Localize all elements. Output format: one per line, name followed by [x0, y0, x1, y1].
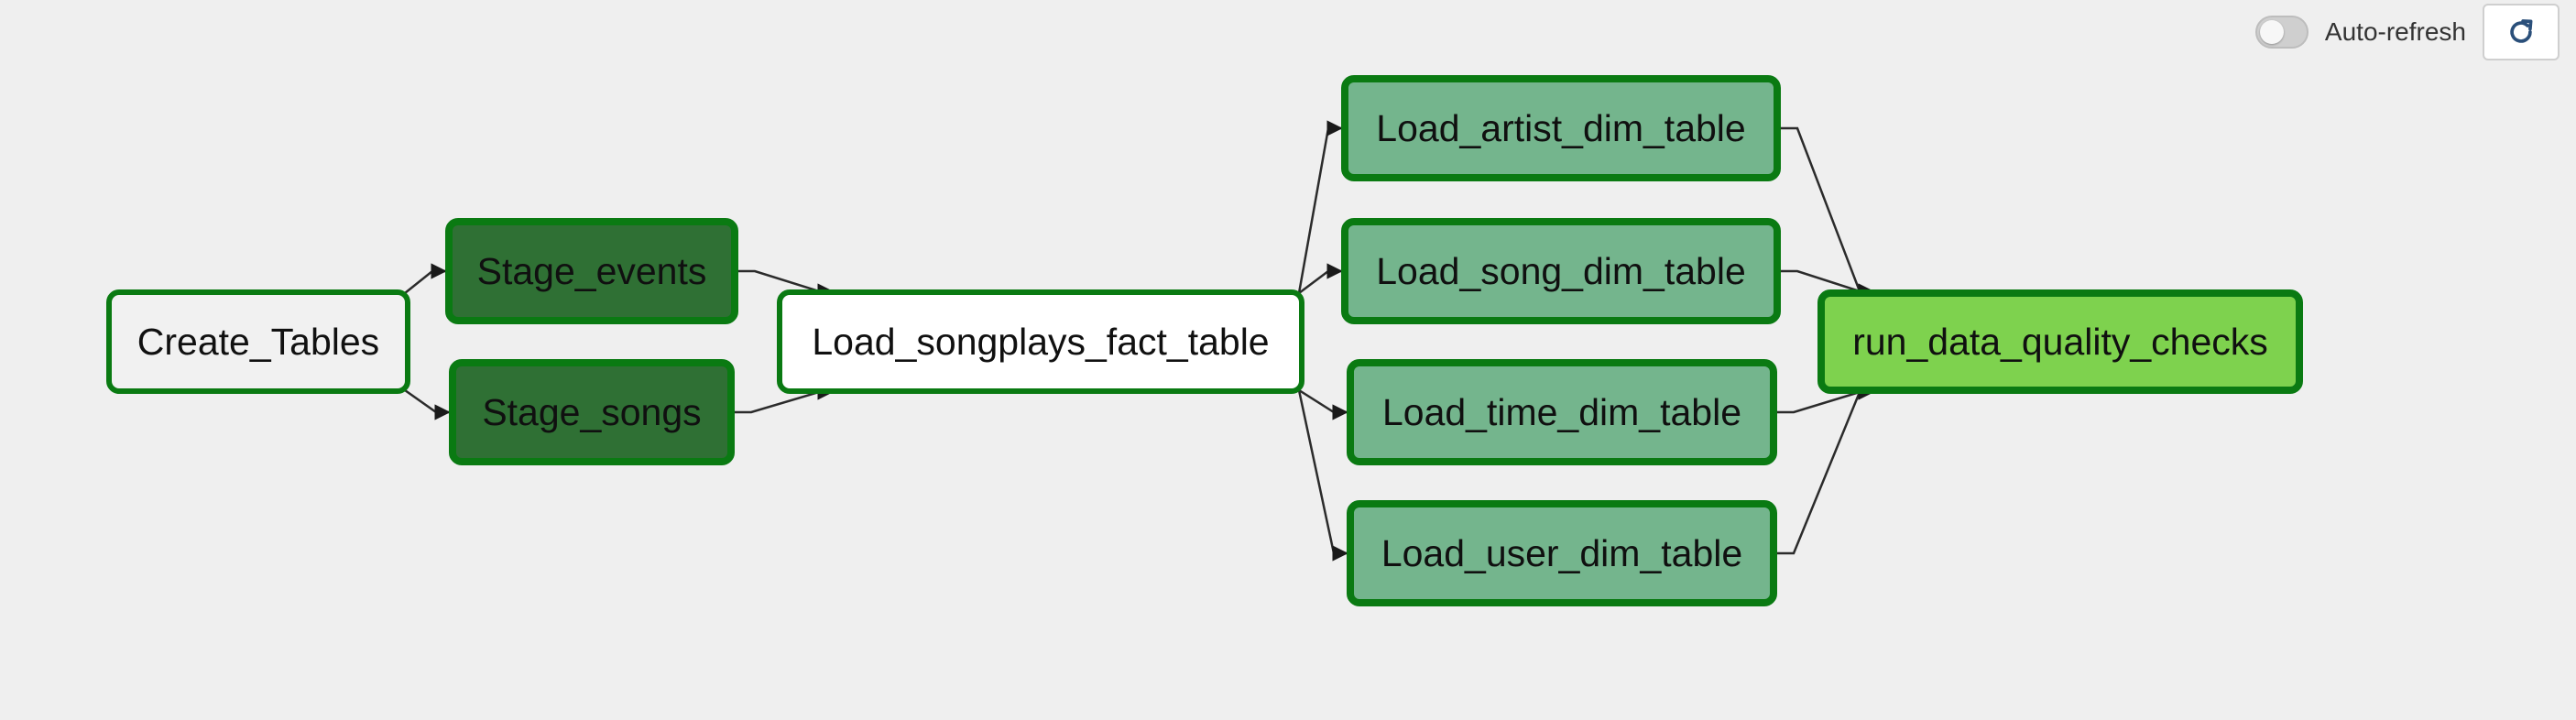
task-label: Load_song_dim_table: [1376, 249, 1746, 292]
task-node-load-songplays-fact-table[interactable]: Load_songplays_fact_table: [777, 289, 1304, 394]
edge-load-user-dim-table-to-run-data-quality-checks: [1777, 384, 1874, 555]
task-label: Load_artist_dim_table: [1376, 106, 1746, 149]
auto-refresh-toggle[interactable]: [2254, 16, 2309, 49]
task-label: Load_songplays_fact_table: [812, 320, 1270, 363]
refresh-icon: [2510, 19, 2533, 43]
edge-load-artist-dim-table-to-run-data-quality-checks: [1781, 126, 1874, 300]
edge-load-songplays-fact-table-to-load-artist-dim-table: [1283, 120, 1343, 295]
task-node-run-data-quality-checks[interactable]: run_data_quality_checks: [1817, 289, 2303, 394]
edge-load-songplays-fact-table-to-load-user-dim-table: [1283, 388, 1348, 562]
task-node-load-user-dim-table[interactable]: Load_user_dim_table: [1347, 500, 1777, 606]
toggle-knob: [2259, 20, 2284, 44]
task-label: Create_Tables: [136, 320, 380, 363]
task-node-load-artist-dim-table[interactable]: Load_artist_dim_table: [1341, 75, 1781, 181]
refresh-button[interactable]: [2483, 4, 2560, 60]
task-label: run_data_quality_checks: [1852, 320, 2268, 363]
task-node-stage-songs[interactable]: Stage_songs: [449, 359, 735, 465]
task-node-create-tables[interactable]: Create_Tables: [106, 289, 410, 394]
edge-stage-songs-to-load-songplays-fact-table: [735, 384, 834, 414]
task-label: Stage_events: [476, 249, 707, 292]
graph-toolbar: Auto-refresh: [2254, 4, 2560, 60]
task-node-load-song-dim-table[interactable]: Load_song_dim_table: [1341, 218, 1781, 324]
task-label: Stage_songs: [482, 390, 702, 433]
task-label: Load_user_dim_table: [1381, 531, 1743, 574]
auto-refresh-label: Auto-refresh: [2324, 17, 2466, 46]
edge-stage-events-to-load-songplays-fact-table: [738, 269, 834, 300]
task-node-stage-events[interactable]: Stage_events: [445, 218, 738, 324]
task-node-load-time-dim-table[interactable]: Load_time_dim_table: [1347, 359, 1777, 465]
task-label: Load_time_dim_table: [1381, 390, 1742, 433]
